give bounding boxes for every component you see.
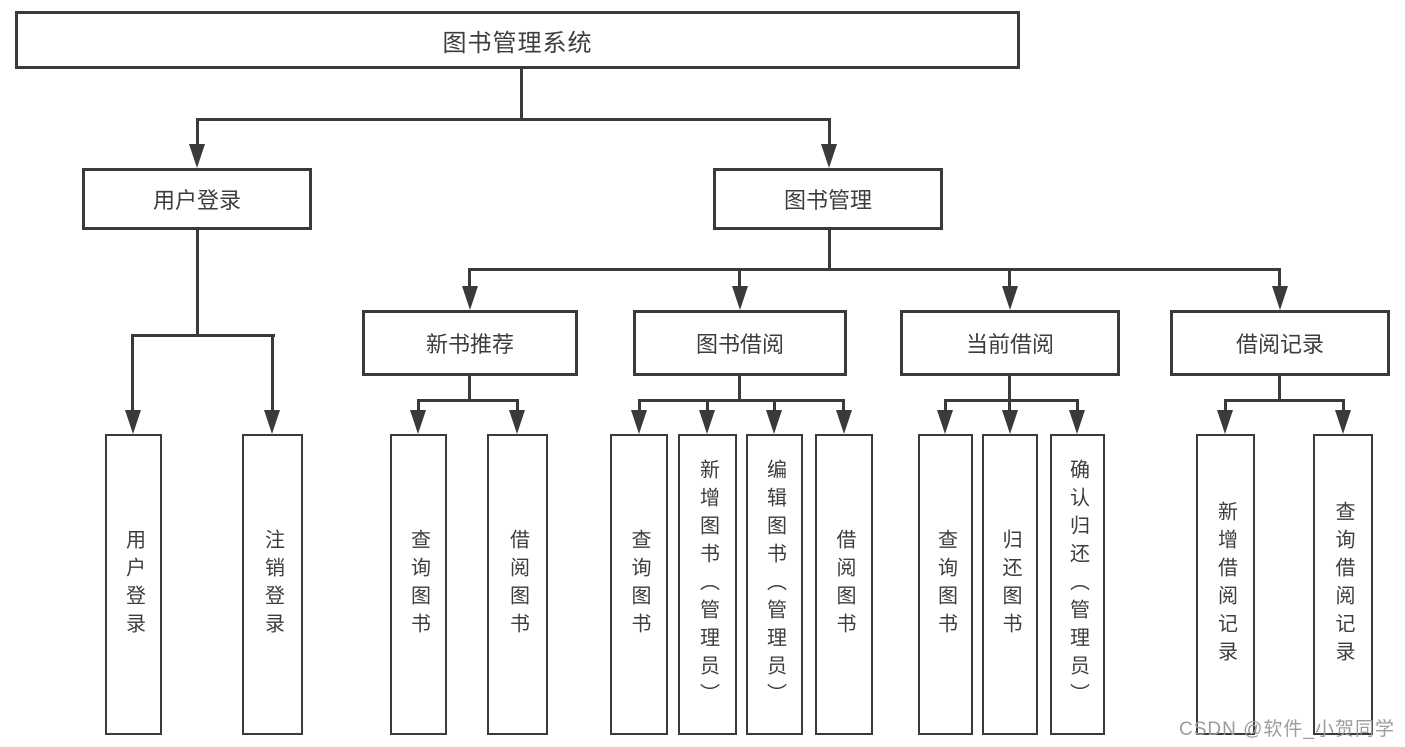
arrow-down-icon — [821, 144, 837, 168]
node-leaf-query-books-3-label: 查询图书 — [934, 528, 957, 641]
node-current-borrow: 当前借阅 — [900, 310, 1120, 376]
connector-drop-user-login — [196, 118, 199, 148]
node-leaf-query-borrow-record: 查询借阅记录 — [1313, 434, 1373, 735]
connector-drop-leaf — [131, 334, 134, 414]
arrow-down-icon — [1217, 410, 1233, 434]
connector-level3-bar — [468, 268, 1281, 271]
node-book-borrow-label: 图书借阅 — [695, 332, 784, 357]
node-leaf-add-books-admin-label: 新增图书（管理员） — [696, 458, 719, 711]
node-leaf-confirm-return-admin-label: 确认归还（管理员） — [1066, 458, 1089, 711]
node-leaf-add-borrow-record-label: 新增借阅记录 — [1214, 500, 1237, 669]
node-leaf-query-borrow-record-label: 查询借阅记录 — [1332, 500, 1354, 669]
arrow-down-icon — [836, 410, 852, 434]
connector-current-borrow-stem — [1008, 375, 1011, 402]
connector-drop-new-book — [468, 268, 471, 292]
node-leaf-edit-books-admin: 编辑图书（管理员） — [746, 434, 803, 735]
node-new-book-recommend-label: 新书推荐 — [425, 332, 514, 357]
node-book-management-label: 图书管理 — [783, 188, 872, 213]
node-book-management: 图书管理 — [713, 168, 943, 230]
connector-user-login-bar — [131, 334, 275, 337]
node-user-login: 用户登录 — [82, 168, 312, 230]
arrow-down-icon — [732, 286, 748, 310]
node-borrow-records-label: 借阅记录 — [1235, 332, 1324, 357]
arrow-down-icon — [264, 410, 280, 434]
connector-new-book-stem — [468, 375, 471, 402]
connector-book-mgmt-stem — [828, 229, 831, 271]
node-leaf-return-books: 归还图书 — [982, 434, 1038, 735]
node-leaf-edit-books-admin-label: 编辑图书（管理员） — [763, 458, 786, 711]
node-leaf-borrow-books-2-label: 借阅图书 — [833, 528, 855, 641]
node-leaf-logout-label: 注销登录 — [261, 528, 284, 641]
connector-drop-leaf — [1008, 399, 1011, 415]
connector-user-login-stem — [196, 229, 199, 336]
node-user-login-label: 用户登录 — [152, 188, 241, 213]
node-new-book-recommend: 新书推荐 — [362, 310, 578, 376]
node-leaf-borrow-books-1: 借阅图书 — [487, 434, 548, 735]
arrow-down-icon — [189, 144, 205, 168]
arrow-down-icon — [766, 410, 782, 434]
connector-drop-leaf — [842, 399, 845, 415]
connector-drop-book-mgmt — [828, 118, 831, 148]
connector-borrow-records-bar — [1224, 399, 1344, 402]
arrow-down-icon — [125, 410, 141, 434]
connector-drop-leaf — [944, 399, 947, 415]
arrow-down-icon — [462, 286, 478, 310]
connector-level1-bar — [196, 118, 831, 121]
node-leaf-user-login-label: 用户登录 — [122, 528, 145, 641]
connector-new-book-bar — [417, 399, 519, 402]
connector-drop-leaf — [1076, 399, 1079, 415]
node-leaf-borrow-books-2: 借阅图书 — [815, 434, 873, 735]
arrow-down-icon — [937, 410, 953, 434]
node-leaf-query-books-1-label: 查询图书 — [407, 528, 430, 641]
node-leaf-return-books-label: 归还图书 — [999, 528, 1021, 641]
node-leaf-query-books-1: 查询图书 — [390, 434, 447, 735]
arrow-down-icon — [1002, 286, 1018, 310]
connector-root-stem — [520, 69, 523, 120]
connector-drop-leaf — [773, 399, 776, 415]
node-leaf-query-books-3: 查询图书 — [918, 434, 973, 735]
arrow-down-icon — [410, 410, 426, 434]
connector-drop-leaf — [706, 399, 709, 415]
connector-borrow-records-stem — [1278, 375, 1281, 402]
connector-drop-leaf — [271, 334, 274, 414]
node-leaf-borrow-books-1-label: 借阅图书 — [506, 528, 529, 641]
node-borrow-records: 借阅记录 — [1170, 310, 1390, 376]
node-leaf-add-books-admin: 新增图书（管理员） — [678, 434, 737, 735]
connector-drop-leaf — [417, 399, 420, 415]
node-library-system: 图书管理系统 — [15, 11, 1020, 69]
connector-book-borrow-bar — [638, 399, 844, 402]
connector-current-borrow-bar — [944, 399, 1079, 402]
arrow-down-icon — [509, 410, 525, 434]
arrow-down-icon — [1002, 410, 1018, 434]
connector-drop-leaf — [638, 399, 641, 415]
arrow-down-icon — [699, 410, 715, 434]
connector-drop-borrow-records — [1278, 268, 1281, 292]
connector-drop-current-borrow — [1008, 268, 1011, 292]
connector-drop-leaf — [1224, 399, 1227, 415]
connector-book-borrow-stem — [738, 375, 741, 402]
csdn-watermark: CSDN @软件_小贺同学 — [1179, 719, 1395, 740]
node-leaf-confirm-return-admin: 确认归还（管理员） — [1050, 434, 1105, 735]
node-leaf-query-books-2: 查询图书 — [610, 434, 668, 735]
node-book-borrow: 图书借阅 — [633, 310, 847, 376]
arrow-down-icon — [1272, 286, 1288, 310]
arrow-down-icon — [1069, 410, 1085, 434]
node-leaf-add-borrow-record: 新增借阅记录 — [1196, 434, 1255, 735]
connector-drop-leaf — [1342, 399, 1345, 415]
arrow-down-icon — [631, 410, 647, 434]
arrow-down-icon — [1335, 410, 1351, 434]
node-leaf-query-books-2-label: 查询图书 — [628, 528, 650, 641]
node-current-borrow-label: 当前借阅 — [965, 332, 1054, 357]
node-leaf-user-login: 用户登录 — [105, 434, 162, 735]
connector-drop-leaf — [516, 399, 519, 415]
node-library-system-label: 图书管理系统 — [442, 29, 593, 57]
node-leaf-logout: 注销登录 — [242, 434, 303, 735]
connector-drop-book-borrow — [738, 268, 741, 292]
